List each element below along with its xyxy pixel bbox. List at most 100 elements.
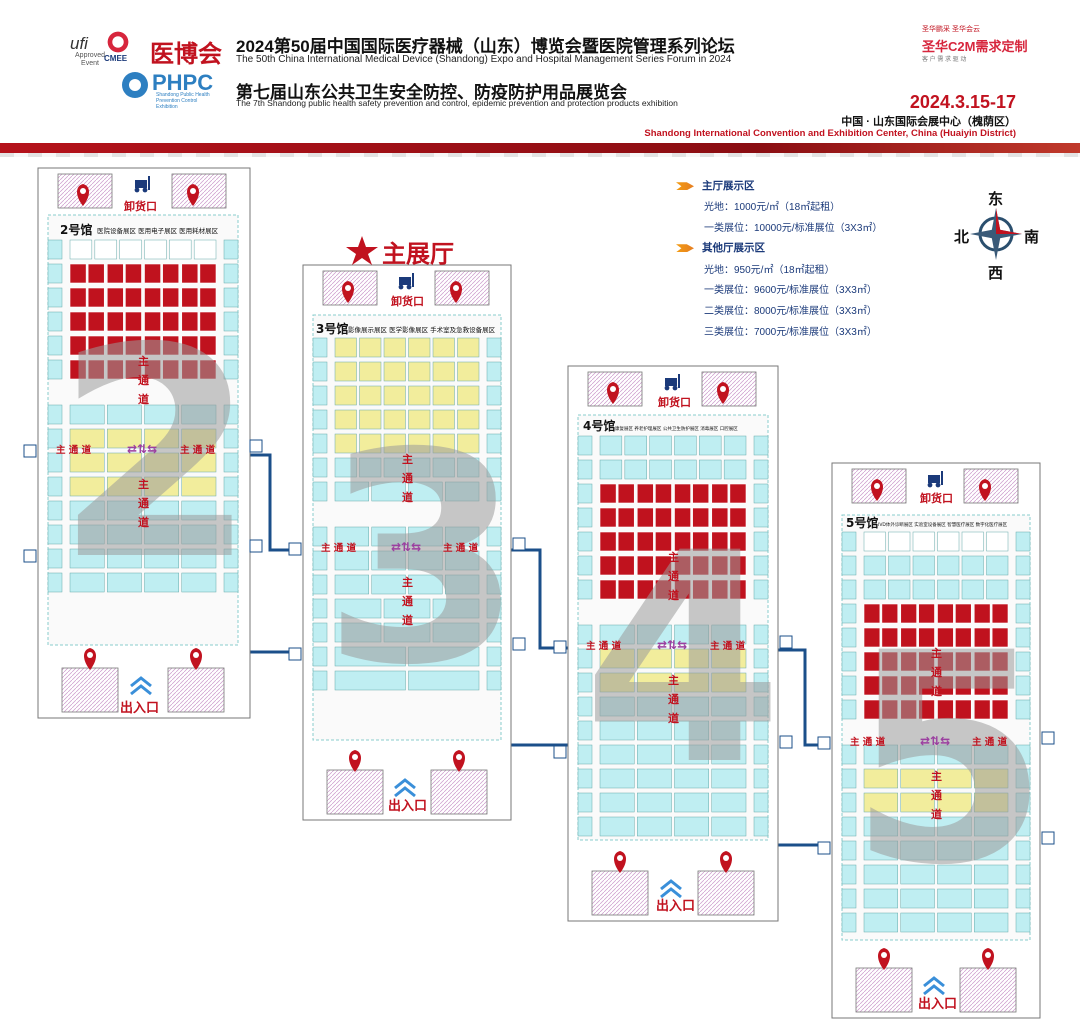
booth <box>974 792 1009 813</box>
booth <box>863 579 886 600</box>
booth <box>900 603 917 624</box>
booth <box>637 648 672 669</box>
booth <box>955 675 972 696</box>
stairwell <box>959 967 1017 1013</box>
stairwell <box>430 769 488 815</box>
booth <box>711 672 747 693</box>
booth <box>445 550 480 571</box>
booth <box>1015 603 1031 624</box>
booth <box>617 531 635 552</box>
booth <box>144 572 179 593</box>
location-pin-dot <box>190 188 196 194</box>
c2m-logo: 圣华鹏采 圣华会云 圣华C2M需求定制 客 户 需 求 驱 动 <box>918 22 1028 68</box>
hall-watermarks: 2 3 4 5 <box>55 287 1050 929</box>
booth <box>841 840 857 861</box>
booth <box>937 912 972 933</box>
booth <box>486 670 502 691</box>
booth <box>144 548 179 569</box>
booth <box>47 500 63 521</box>
hall-5-watermark: 5 <box>848 592 1050 929</box>
booth <box>144 335 161 356</box>
booth <box>655 507 672 528</box>
booth <box>383 385 406 406</box>
location-pin-icon <box>717 382 729 404</box>
booth <box>445 481 480 502</box>
event-venue: 中国 · 山东国际会展中心（槐荫区） <box>841 116 1016 128</box>
booth <box>881 627 899 648</box>
booth <box>181 287 199 308</box>
connector-box <box>1041 731 1055 745</box>
location-pin-dot <box>87 652 93 658</box>
booth <box>918 699 935 720</box>
booth <box>199 335 217 356</box>
booth <box>599 816 635 837</box>
booth <box>637 768 672 789</box>
booth <box>753 768 769 789</box>
aisle-horizontal-label: 主 通 道 <box>710 640 746 652</box>
location-pin-dot <box>617 855 623 861</box>
booth <box>711 555 729 576</box>
booth <box>107 452 142 473</box>
booth <box>937 651 954 672</box>
booth <box>655 531 672 552</box>
booth <box>193 239 217 260</box>
booth <box>753 531 769 552</box>
booth <box>106 359 124 380</box>
booth <box>753 816 769 837</box>
main-hall-label: 主展厅 <box>382 240 454 268</box>
booth <box>753 648 769 669</box>
booth <box>486 526 502 547</box>
booth <box>577 816 593 837</box>
booth <box>334 433 357 454</box>
booth <box>1015 699 1031 720</box>
booth <box>69 311 87 332</box>
booth <box>334 622 382 643</box>
booth <box>973 603 991 624</box>
booth <box>711 768 747 789</box>
booth <box>383 433 406 454</box>
booth <box>753 579 769 600</box>
booth <box>674 744 709 765</box>
stairwell <box>326 769 384 815</box>
booth <box>636 579 654 600</box>
price-other-title-row: 其他厅展示区 <box>676 240 765 255</box>
booth <box>711 816 747 837</box>
booth <box>577 624 593 645</box>
booth <box>181 452 217 473</box>
price-other-class3: 三类展位：7000元/标准展位（3X3㎡） <box>704 327 877 338</box>
booth <box>900 768 935 789</box>
aisle-vertical-label: 道 <box>402 613 413 627</box>
connector-box <box>817 841 831 855</box>
location-pin-dot <box>456 754 462 760</box>
booth <box>181 404 217 425</box>
booth <box>674 483 691 504</box>
booth <box>169 239 192 260</box>
booth <box>486 646 502 667</box>
event-venue-en: Shandong International Convention and Ex… <box>644 128 1016 139</box>
connector-box <box>553 745 567 759</box>
aisle-vertical-label: 道 <box>138 392 149 406</box>
booth <box>729 531 747 552</box>
booth <box>912 555 935 576</box>
booth <box>918 675 935 696</box>
booth <box>144 239 167 260</box>
booth <box>577 531 593 552</box>
aisle-vertical-label: 主 <box>138 354 149 368</box>
hall-2-watermark: 2 <box>55 287 257 624</box>
booth <box>223 548 239 569</box>
booth <box>107 548 142 569</box>
entrance-arrow-icon <box>923 976 945 996</box>
location-pin-icon <box>84 648 96 670</box>
header-banner: ufi Approved Event CMEE 医博会 PHPC Shandon… <box>0 0 1080 145</box>
booth <box>711 720 747 741</box>
booth <box>181 500 217 521</box>
booth <box>599 555 617 576</box>
booth <box>961 531 984 552</box>
connector-box <box>779 635 793 649</box>
booth <box>841 699 857 720</box>
stairwell <box>963 468 1019 504</box>
location-pin-dot <box>982 483 988 489</box>
hall-5-booths <box>841 531 1031 933</box>
booth <box>973 627 991 648</box>
booth <box>711 624 747 645</box>
